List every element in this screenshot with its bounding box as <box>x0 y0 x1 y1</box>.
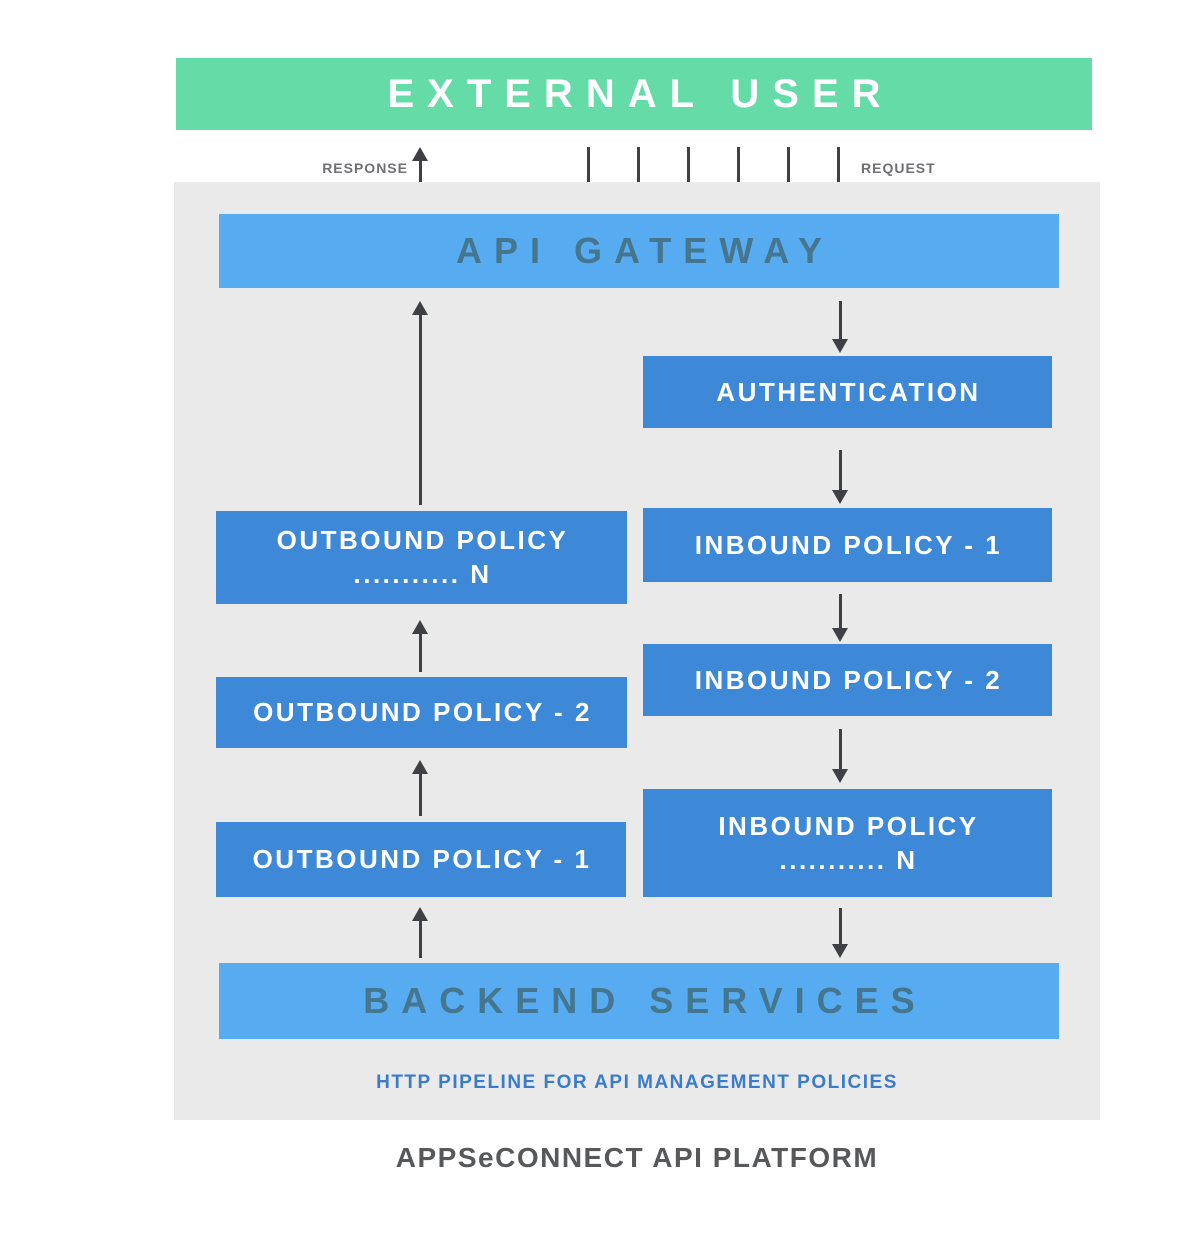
backend-services-node: BACKEND SERVICES <box>219 963 1059 1039</box>
outbound-policy-n-label: OUTBOUND POLICY <box>276 525 569 555</box>
response-label: RESPONSE <box>322 160 408 176</box>
authentication-node: AUTHENTICATION <box>643 356 1052 428</box>
outbound-policy-1-label: OUTBOUND POLICY - 1 <box>252 844 592 874</box>
page-title: APPSeCONNECT API PLATFORM <box>395 1142 879 1173</box>
outbound-policy-n-node: OUTBOUND POLICY ........... N <box>216 511 627 604</box>
inbound-policy-1-label: INBOUND POLICY - 1 <box>694 529 1003 560</box>
external-user-label: EXTERNAL USER <box>387 71 894 116</box>
inbound-arrow-down-icon <box>831 729 849 783</box>
external-user-node: EXTERNAL USER <box>176 58 1092 130</box>
inbound-policy-n-dots: ........... N <box>779 844 918 875</box>
outbound-arrow-up-icon <box>411 301 429 505</box>
inbound-policy-1-node: INBOUND POLICY - 1 <box>643 508 1052 582</box>
outbound-policy-2-node: OUTBOUND POLICY - 2 <box>216 677 627 748</box>
outbound-arrow-up-icon <box>411 620 429 672</box>
request-label: REQUEST <box>861 160 936 176</box>
inbound-arrow-down-icon <box>831 301 849 353</box>
outbound-policy-n-dots: ........... N <box>353 559 492 589</box>
inbound-arrow-down-icon <box>831 450 849 504</box>
outbound-arrow-up-icon <box>411 760 429 816</box>
outbound-arrow-up-icon <box>411 907 429 958</box>
api-gateway-node: API GATEWAY <box>219 214 1059 288</box>
inbound-arrow-down-icon <box>831 908 849 958</box>
outbound-policy-1-node: OUTBOUND POLICY - 1 <box>216 822 626 897</box>
inbound-policy-2-label: INBOUND POLICY - 2 <box>694 664 1003 695</box>
outbound-policy-2-label: OUTBOUND POLICY - 2 <box>253 697 592 727</box>
authentication-label: AUTHENTICATION <box>716 376 981 407</box>
inbound-policy-n-label: INBOUND POLICY <box>718 810 979 841</box>
pipeline-caption: HTTP PIPELINE FOR API MANAGEMENT POLICIE… <box>376 1072 898 1093</box>
inbound-policy-n-node: INBOUND POLICY ........... N <box>643 789 1052 897</box>
inbound-arrow-down-icon <box>831 594 849 642</box>
api-gateway-label: API GATEWAY <box>455 230 835 271</box>
inbound-policy-2-node: INBOUND POLICY - 2 <box>643 644 1052 716</box>
backend-services-label: BACKEND SERVICES <box>363 980 927 1021</box>
